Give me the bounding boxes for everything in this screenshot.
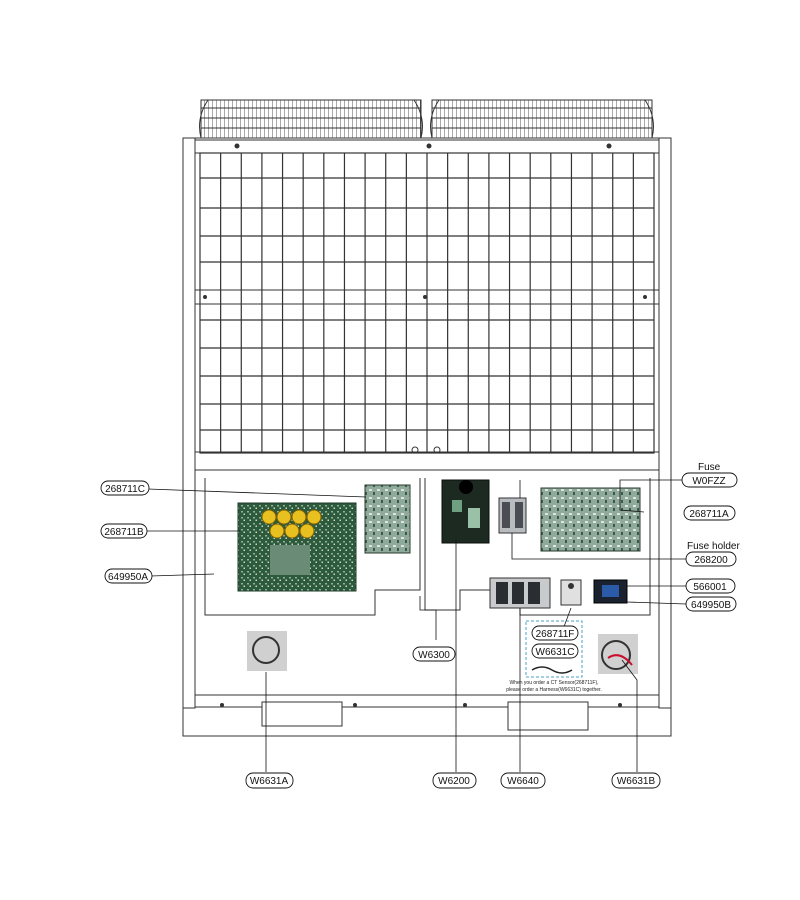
contactor-566001: [593, 579, 628, 604]
callout-label: 268711C: [105, 484, 145, 495]
note-line-2: please order a Harness(W6631C) together.: [506, 687, 602, 693]
callout-label: W6200: [438, 776, 470, 787]
callout-W6631A: W6631A: [245, 772, 294, 789]
callout-label: W6631B: [617, 776, 656, 787]
callout-label: W6631C: [536, 647, 575, 658]
callout-fuse-holder: Fuse holder 268200: [685, 541, 740, 567]
callout-W6631C: W6631C: [531, 643, 579, 659]
callout-label: 649950B: [691, 600, 731, 611]
callout-label: 268200: [694, 555, 728, 566]
callout-W6640: W6640: [500, 772, 546, 789]
callout-label: 268711F: [536, 629, 575, 640]
callout-W6200: W6200: [432, 772, 477, 789]
callout-649950A: 649950A: [104, 568, 153, 584]
callout-label: 649950A: [108, 572, 148, 583]
callout-label: W6631A: [250, 776, 289, 787]
callout-268711A: 268711A: [683, 505, 736, 521]
callout-label: 566001: [693, 582, 727, 593]
fan-guard-left: [199, 99, 423, 139]
harness-W6631B: [598, 634, 638, 674]
fuse-title: Fuse: [698, 462, 721, 473]
callout-W6300: W6300: [412, 646, 456, 662]
main-pcb-268711A: [540, 487, 641, 552]
callout-label: W0FZZ: [692, 476, 725, 487]
ct-sensor-note-box: [525, 620, 583, 678]
heat-exchanger-grid: [199, 152, 655, 454]
fuse-holder-title: Fuse holder: [687, 541, 740, 552]
pcb-268711C: [364, 484, 411, 554]
ct-sensor-268711F: [560, 579, 582, 606]
callout-label: W6640: [507, 776, 539, 787]
callout-label: W6300: [418, 650, 450, 661]
callout-fuse: Fuse W0FZZ: [681, 462, 738, 488]
callout-268711C: 268711C: [100, 480, 150, 496]
leader-lines: [146, 479, 687, 772]
callout-566001: 566001: [685, 578, 736, 594]
terminal-block-W6640: [489, 577, 551, 609]
callout-label: 268711B: [104, 527, 144, 538]
fan-guard-right: [430, 99, 654, 139]
callout-649950B: 649950B: [685, 596, 737, 612]
noise-filter-pcb-W6300: [441, 479, 490, 544]
callout-268711B: 268711B: [100, 523, 148, 539]
callout-268711F: 268711F: [531, 625, 579, 641]
harness-W6631A: [247, 631, 287, 671]
callout-W6631B: W6631B: [611, 772, 661, 789]
ct-sensor-note: When you order a CT Sensor(268711F), ple…: [506, 680, 602, 693]
capacitors: [261, 509, 322, 539]
fuse-W0FZZ: [498, 497, 527, 534]
note-line-1: When you order a CT Sensor(268711F),: [509, 680, 598, 686]
callout-label: 268711A: [689, 509, 729, 520]
